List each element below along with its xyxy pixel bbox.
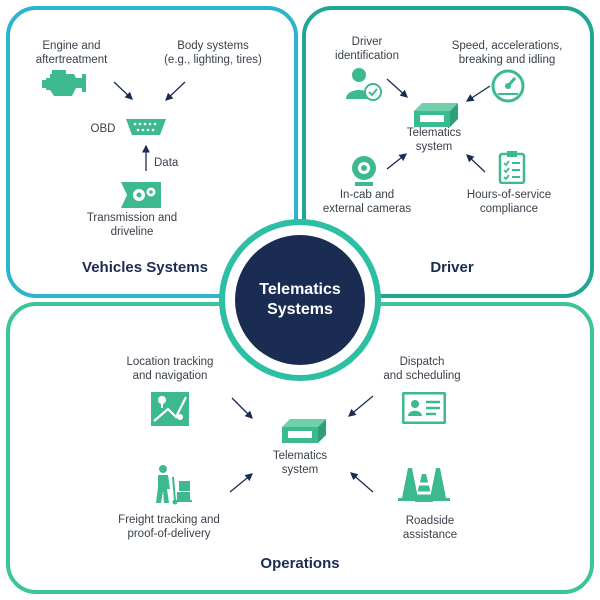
driver-id-icon bbox=[346, 67, 382, 106]
obd-connector-icon bbox=[124, 116, 168, 143]
arrow-id-to-telematics bbox=[386, 78, 408, 98]
arrow-freight-to-telematics bbox=[229, 473, 254, 493]
arrow-dispatch-to-telematics bbox=[348, 395, 374, 417]
telematics-device-icon bbox=[410, 101, 460, 134]
arrow-camera-to-telematics bbox=[386, 153, 408, 170]
hours-of-service-label: Hours-of-service compliance bbox=[466, 189, 552, 215]
arrow-engine-to-obd bbox=[113, 81, 133, 100]
telematics-hub-core: Telematics Systems bbox=[235, 235, 365, 365]
driver-telematics-label: Telematics system bbox=[406, 127, 462, 153]
body-systems-label: Body systems (e.g., lighting, tires) bbox=[164, 40, 262, 66]
location-tracking-label: Location tracking and navigation bbox=[126, 356, 214, 382]
operations-title: Operations bbox=[260, 555, 340, 572]
speed-label: Speed, accelerations, breaking and idlin… bbox=[451, 40, 563, 66]
speedometer-icon bbox=[490, 68, 526, 109]
clipboard-icon bbox=[498, 150, 526, 189]
telematics-hub: Telematics Systems bbox=[219, 219, 381, 381]
hand-truck-icon bbox=[153, 465, 195, 510]
hub-label: Telematics Systems bbox=[259, 281, 341, 318]
operations-telematics-label: Telematics system bbox=[272, 450, 328, 476]
driver-title: Driver bbox=[430, 259, 474, 276]
vehicle-systems-panel bbox=[6, 6, 298, 298]
obd-label: OBD bbox=[90, 123, 116, 135]
traffic-cones-icon bbox=[398, 464, 450, 509]
operations-telematics-device-icon bbox=[278, 417, 328, 450]
camera-icon bbox=[349, 155, 379, 192]
id-card-icon bbox=[401, 391, 447, 429]
transmission-label: Transmission and driveline bbox=[86, 212, 178, 238]
roadside-assistance-label: Roadside assistance bbox=[402, 515, 458, 541]
vehicle-systems-title: Vehicles Systems bbox=[82, 259, 208, 276]
freight-tracking-label: Freight tracking and proof-of-delivery bbox=[118, 514, 220, 540]
engine-icon bbox=[42, 68, 88, 103]
arrow-body-to-obd bbox=[165, 81, 186, 101]
arrow-roadside-to-telematics bbox=[350, 472, 374, 493]
map-icon bbox=[150, 391, 190, 432]
engine-label: Engine and aftertreatment bbox=[35, 40, 108, 66]
arrow-speed-to-telematics bbox=[465, 85, 491, 102]
gear-box-icon bbox=[121, 180, 163, 215]
arrow-hours-to-telematics bbox=[466, 154, 486, 173]
cameras-label: In-cab and external cameras bbox=[322, 189, 412, 215]
driver-identification-label: Driver identification bbox=[335, 36, 399, 62]
dispatch-label: Dispatch and scheduling bbox=[383, 356, 461, 382]
data-label: Data bbox=[154, 157, 179, 169]
arrow-location-to-telematics bbox=[231, 397, 253, 419]
